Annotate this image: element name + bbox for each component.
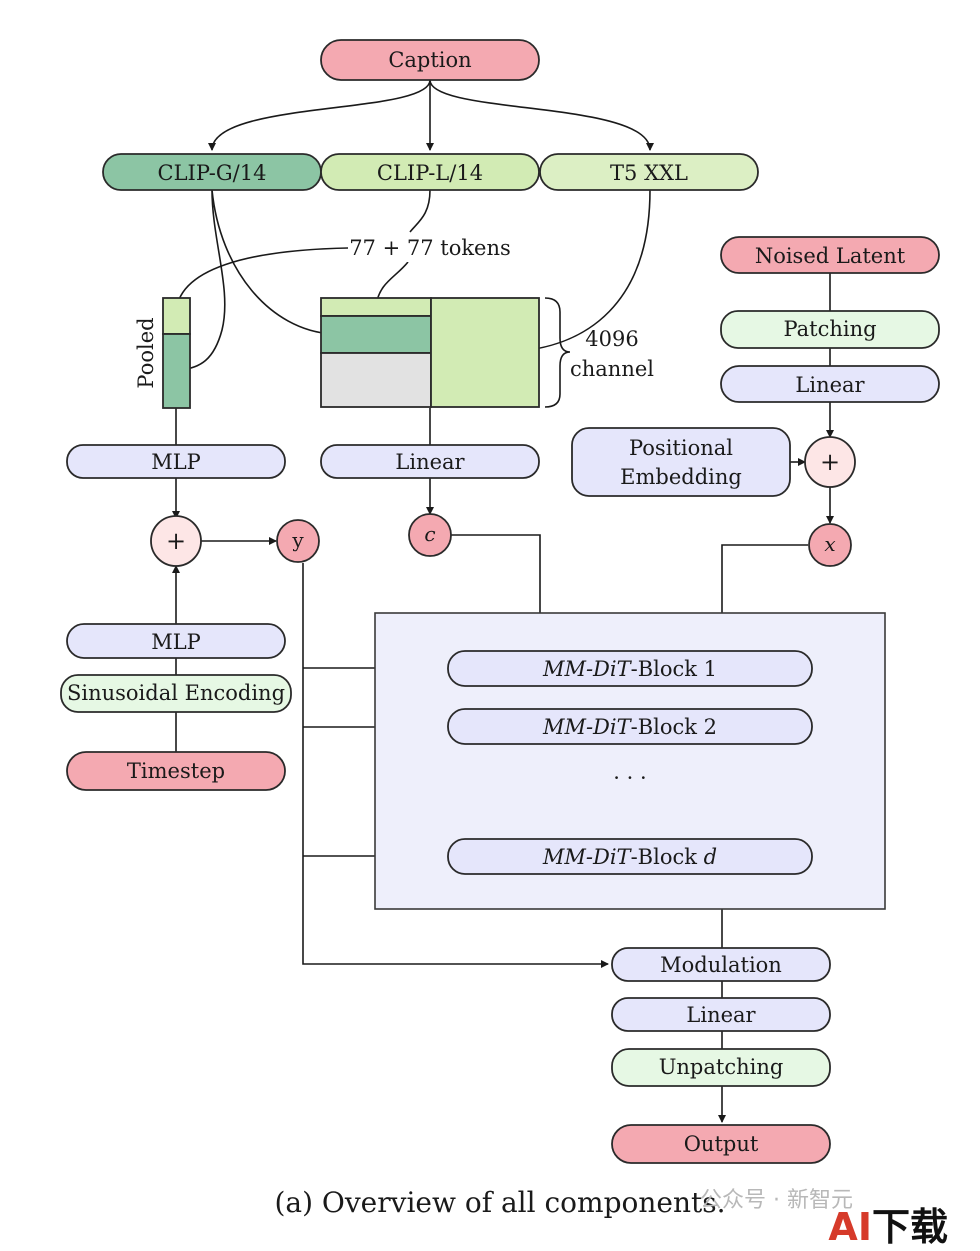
positional-label-line1: Positional: [629, 436, 733, 460]
block2-rest: -Block 2: [631, 715, 717, 739]
modulation-node: Modulation: [611, 947, 831, 982]
linear-out-label: Linear: [686, 1003, 756, 1027]
clip-g-label: CLIP-G/14: [158, 161, 267, 185]
latent-plus: +: [804, 436, 856, 488]
blockd-rest: -Block: [631, 845, 704, 869]
linear-latent-node: Linear: [720, 365, 940, 403]
clip-l-node: CLIP-L/14: [320, 153, 540, 191]
clip-g-node: CLIP-G/14: [102, 153, 322, 191]
block1-rest: -Block 1: [631, 657, 717, 681]
y-node: y: [276, 519, 320, 563]
tokens-label: 77 + 77 tokens: [349, 236, 511, 260]
watermark-logo: AI下载: [828, 1196, 948, 1251]
mlp-top-label: MLP: [151, 450, 201, 474]
channel-count-label: 4096: [585, 327, 638, 351]
x-label: x: [824, 532, 835, 556]
t5-label: T5 XXL: [610, 161, 688, 185]
mmdit-block-d: MM-DiT-Block d: [447, 838, 813, 875]
sinusoidal-node: Sinusoidal Encoding: [60, 674, 292, 713]
unpatching-label: Unpatching: [659, 1055, 784, 1079]
token-matrix: [320, 297, 540, 408]
noised-latent-label: Noised Latent: [755, 244, 906, 268]
modulation-label: Modulation: [660, 953, 782, 977]
blockd-italic: MM-DiT: [542, 845, 633, 869]
caption-node: Caption: [320, 39, 540, 81]
c-node: c: [408, 513, 452, 557]
noised-latent-node: Noised Latent: [720, 236, 940, 274]
watermark-gray: 公众号 · 新智元: [700, 1188, 853, 1213]
t5-node: T5 XXL: [539, 153, 759, 191]
patching-node: Patching: [720, 310, 940, 349]
timestep-node: Timestep: [66, 751, 286, 791]
plus-label: +: [166, 527, 186, 555]
blockd-var: d: [704, 845, 717, 869]
positional-embedding-node: Positional Embedding: [571, 427, 791, 497]
mlp-bottom-node: MLP: [66, 623, 286, 659]
block2-italic: MM-DiT: [542, 715, 633, 739]
svg-text:MM-DiT-Block 1: MM-DiT-Block 1: [542, 657, 717, 681]
sinusoidal-label: Sinusoidal Encoding: [67, 681, 285, 705]
mmdit-block-1: MM-DiT-Block 1: [447, 650, 813, 687]
svg-text:MM-DiT-Block 2: MM-DiT-Block 2: [542, 715, 717, 739]
pooled-label: Pooled: [134, 317, 158, 388]
output-node: Output: [611, 1124, 831, 1164]
pooled-vector: Pooled: [134, 297, 191, 409]
output-label: Output: [684, 1132, 759, 1156]
unpatching-node: Unpatching: [611, 1048, 831, 1087]
y-label: y: [291, 528, 304, 552]
timestep-label: Timestep: [127, 759, 225, 783]
mlp-bottom-label: MLP: [151, 630, 201, 654]
linear-text-label: Linear: [395, 450, 465, 474]
conditioning-plus: +: [150, 515, 202, 567]
x-node: x: [808, 523, 852, 567]
linear-out-node: Linear: [611, 997, 831, 1032]
mlp-top-node: MLP: [66, 444, 286, 479]
patching-label: Patching: [783, 317, 876, 341]
block-ellipsis: · · ·: [613, 766, 646, 790]
clip-l-label: CLIP-L/14: [377, 161, 483, 185]
caption-label: Caption: [388, 48, 471, 72]
latent-plus-label: +: [820, 448, 840, 476]
watermark-rest: 下载: [871, 1205, 948, 1249]
positional-label-line2: Embedding: [620, 465, 742, 489]
mmdit-block-2: MM-DiT-Block 2: [447, 708, 813, 745]
svg-text:MM-DiT-Block d: MM-DiT-Block d: [542, 845, 717, 869]
figure-caption: (a) Overview of all components.: [274, 1186, 725, 1219]
c-label: c: [424, 522, 435, 546]
block1-italic: MM-DiT: [542, 657, 633, 681]
linear-latent-label: Linear: [795, 373, 865, 397]
watermark-accent: AI: [828, 1205, 872, 1249]
linear-text-node: Linear: [320, 444, 540, 479]
channel-word-label: channel: [570, 357, 654, 381]
